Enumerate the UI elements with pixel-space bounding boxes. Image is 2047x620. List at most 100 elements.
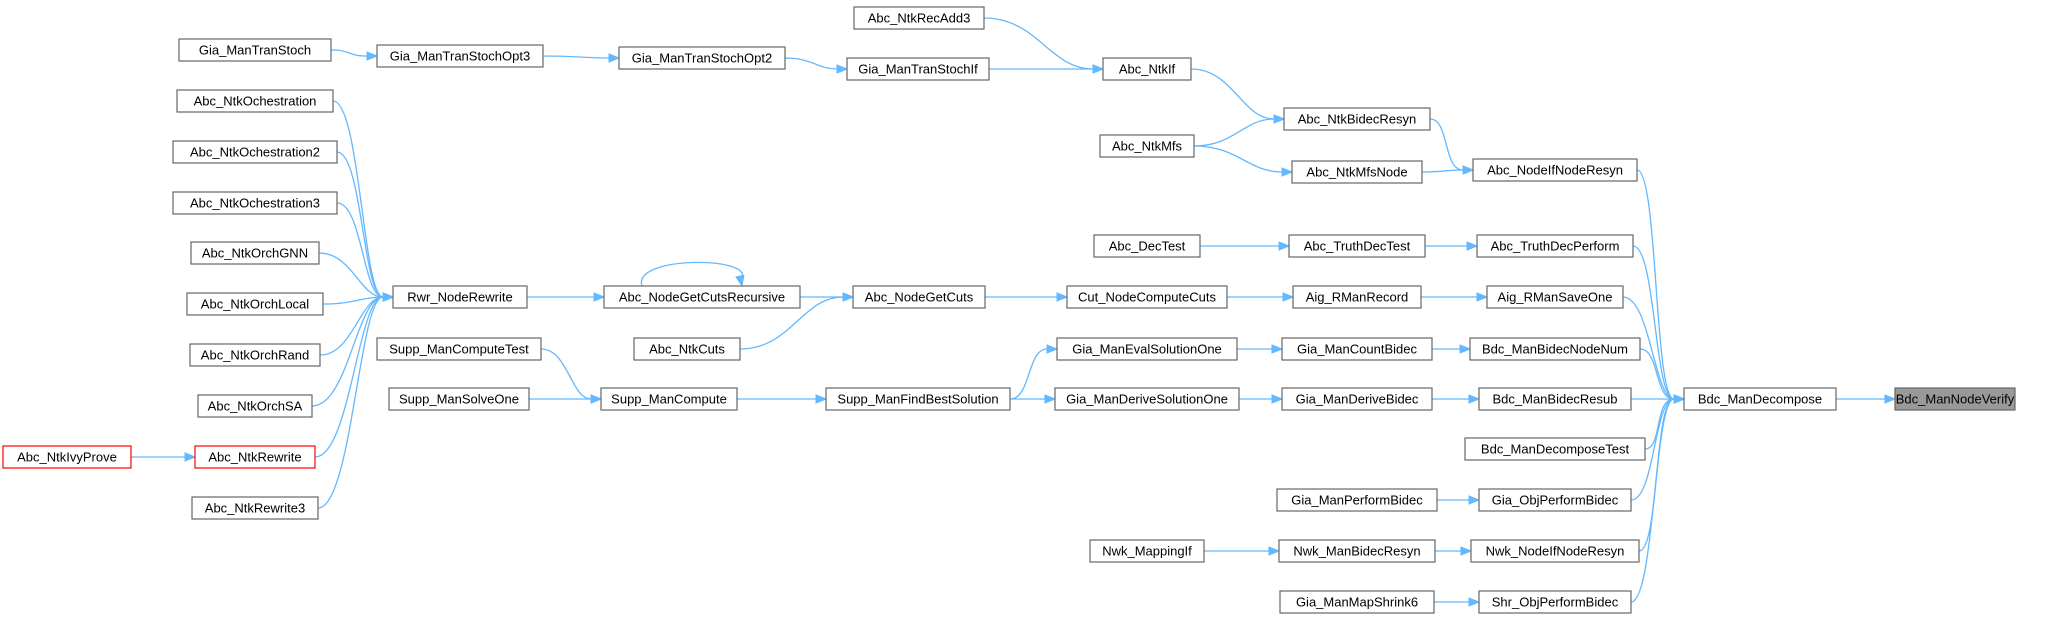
- node-abc-dectest[interactable]: Abc_DecTest: [1093, 234, 1201, 258]
- edge-supp-manfindbestsolution-to-gia-manderivesolutionone-arrowhead: [1044, 394, 1057, 404]
- edge-abc-ntkmfsnode-to-abc-nodeifnoderesyn: [1421, 169, 1464, 173]
- node-box: [1278, 539, 1436, 563]
- node-cut-nodecomputecuts[interactable]: Cut_NodeComputeCuts: [1066, 285, 1228, 309]
- node-gia-manmapshrink6[interactable]: Gia_ManMapShrink6: [1279, 590, 1435, 614]
- node-label: Abc_NtkMfsNode: [1306, 165, 1407, 180]
- node-label: Abc_NtkRecAdd3: [868, 11, 971, 26]
- node-gia-mantranstochopt2[interactable]: Gia_ManTranStochOpt2: [618, 46, 786, 70]
- edge-supp-mancomputetest-to-supp-mancompute: [540, 348, 592, 400]
- node-box: [603, 285, 801, 309]
- edge-aig-rmanrecord-to-aig-rmansaveone-arrowhead: [1476, 292, 1489, 302]
- node-aig-rmansaveone[interactable]: Aig_RManSaveOne: [1486, 285, 1624, 309]
- node-gia-objperformbidec[interactable]: Gia_ObjPerformBidec: [1478, 488, 1632, 512]
- node-label: Nwk_ManBidecResyn: [1293, 544, 1420, 559]
- node-nwk-nodeifnoderesyn[interactable]: Nwk_NodeIfNodeResyn: [1470, 539, 1640, 563]
- node-abc-ntkorchrand[interactable]: Abc_NtkOrchRand: [189, 343, 321, 367]
- node-bdc-manbidecnodenum[interactable]: Bdc_ManBidecNodeNum: [1469, 337, 1641, 361]
- node-gia-manperformbidec[interactable]: Gia_ManPerformBidec: [1276, 488, 1438, 512]
- node-box: [825, 387, 1011, 411]
- node-abc-ntkmfs[interactable]: Abc_NtkMfs: [1099, 134, 1195, 158]
- node-bdc-mandecompose[interactable]: Bdc_ManDecompose: [1683, 387, 1837, 411]
- node-supp-mansolveone[interactable]: Supp_ManSolveOne: [388, 387, 530, 411]
- edge-abc-ntkmfs-to-abc-ntkbidecresyn: [1193, 118, 1275, 147]
- node-abc-ntkorchlocal[interactable]: Abc_NtkOrchLocal: [186, 292, 324, 316]
- node-abc-ntkorchsa[interactable]: Abc_NtkOrchSA: [197, 394, 313, 418]
- node-abc-ntkcuts[interactable]: Abc_NtkCuts: [633, 337, 741, 361]
- node-box: [853, 6, 985, 30]
- node-label: Abc_TruthDecPerform: [1491, 239, 1620, 254]
- node-bdc-mannodeverify[interactable]: Bdc_ManNodeVerify: [1894, 387, 2016, 411]
- node-abc-nodegetcutsrecursive[interactable]: Abc_NodeGetCutsRecursive: [603, 285, 801, 309]
- node-label: Bdc_ManDecompose: [1698, 392, 1822, 407]
- node-abc-ntkochestration2[interactable]: Abc_NtkOchestration2: [172, 140, 338, 164]
- node-rwr-noderewrite[interactable]: Rwr_NodeRewrite: [392, 285, 528, 309]
- node-label: Abc_NtkIf: [1119, 62, 1176, 77]
- node-label: Gia_ManTranStoch: [199, 43, 311, 58]
- node-supp-manfindbestsolution[interactable]: Supp_ManFindBestSolution: [825, 387, 1011, 411]
- node-box: [1279, 590, 1435, 614]
- node-box: [172, 191, 338, 215]
- node-nwk-manbidecresyn[interactable]: Nwk_ManBidecResyn: [1278, 539, 1436, 563]
- node-abc-truthdectest[interactable]: Abc_TruthDecTest: [1288, 234, 1426, 258]
- node-label: Shr_ObjPerformBidec: [1492, 595, 1619, 610]
- node-label: Supp_ManFindBestSolution: [837, 392, 998, 407]
- node-gia-mantranstoch[interactable]: Gia_ManTranStoch: [178, 38, 332, 62]
- node-nwk-mappingif[interactable]: Nwk_MappingIf: [1089, 539, 1205, 563]
- node-abc-ntkrewrite[interactable]: Abc_NtkRewrite: [194, 445, 316, 469]
- node-bdc-manbidecresub[interactable]: Bdc_ManBidecResub: [1478, 387, 1632, 411]
- node-gia-mantranstochopt3[interactable]: Gia_ManTranStochOpt3: [376, 44, 544, 68]
- node-abc-ntkivyprove[interactable]: Abc_NtkIvyProve: [2, 445, 132, 469]
- node-box: [846, 57, 990, 81]
- node-gia-manevalsolutionone[interactable]: Gia_ManEvalSolutionOne: [1056, 337, 1238, 361]
- node-label: Bdc_ManBidecNodeNum: [1482, 342, 1628, 357]
- node-gia-mancountbidec[interactable]: Gia_ManCountBidec: [1281, 337, 1433, 361]
- node-gia-manderivesolutionone[interactable]: Gia_ManDeriveSolutionOne: [1054, 387, 1240, 411]
- node-label: Abc_NtkOchestration2: [190, 145, 320, 160]
- node-label: Gia_ManDeriveBidec: [1296, 392, 1419, 407]
- node-abc-ntkif[interactable]: Abc_NtkIf: [1102, 57, 1192, 81]
- node-label: Gia_ManTranStochOpt3: [390, 49, 530, 64]
- edge-abc-ntkrewrite3-to-rwr-noderewrite: [317, 296, 384, 509]
- edge-abc-ntkcuts-to-abc-nodegetcuts-arrowhead: [842, 292, 855, 302]
- node-box: [1281, 387, 1433, 411]
- node-label: Supp_ManCompute: [611, 392, 727, 407]
- node-abc-ntkrecadd3[interactable]: Abc_NtkRecAdd3: [853, 6, 985, 30]
- node-label: Abc_NtkMfs: [1112, 139, 1183, 154]
- node-label: Abc_NtkOrchRand: [201, 348, 309, 363]
- edge-gia-manderivesolutionone-to-gia-manderivebidec-arrowhead: [1271, 394, 1284, 404]
- node-supp-mancompute[interactable]: Supp_ManCompute: [600, 387, 738, 411]
- node-abc-ntkorchgnn[interactable]: Abc_NtkOrchGNN: [190, 241, 320, 265]
- node-box: [1478, 387, 1632, 411]
- node-supp-mancomputetest[interactable]: Supp_ManComputeTest: [376, 337, 542, 361]
- node-box: [633, 337, 741, 361]
- node-abc-ntkochestration[interactable]: Abc_NtkOchestration: [176, 89, 334, 113]
- node-label: Abc_NtkRewrite: [208, 450, 301, 465]
- node-gia-mantranstochif[interactable]: Gia_ManTranStochIf: [846, 57, 990, 81]
- node-label: Abc_NtkCuts: [649, 342, 725, 357]
- node-abc-truthdecperform[interactable]: Abc_TruthDecPerform: [1476, 234, 1634, 258]
- node-abc-ntkbidecresyn[interactable]: Abc_NtkBidecResyn: [1283, 107, 1431, 131]
- node-box: [1292, 285, 1422, 309]
- edge-supp-mansolveone-to-supp-mancompute-arrowhead: [590, 394, 603, 404]
- node-gia-manderivebidec[interactable]: Gia_ManDeriveBidec: [1281, 387, 1433, 411]
- edge-bdc-manbidecnodenum-to-bdc-mandecompose: [1639, 348, 1675, 400]
- node-abc-ntkochestration3[interactable]: Abc_NtkOchestration3: [172, 191, 338, 215]
- node-abc-nodegetcuts[interactable]: Abc_NodeGetCuts: [852, 285, 986, 309]
- edge-abc-truthdecperform-to-bdc-mandecompose: [1632, 245, 1675, 400]
- edge-abc-ntkivyprove-to-abc-ntkrewrite-arrowhead: [184, 452, 197, 462]
- edge-gia-manperformbidec-to-gia-objperformbidec-arrowhead: [1468, 495, 1481, 505]
- edge-cut-nodecomputecuts-to-aig-rmanrecord-arrowhead: [1282, 292, 1295, 302]
- node-label: Abc_NtkRewrite3: [205, 501, 305, 516]
- edge-gia-mancountbidec-to-bdc-manbidecnodenum-arrowhead: [1459, 344, 1472, 354]
- node-abc-ntkmfsnode[interactable]: Abc_NtkMfsNode: [1291, 160, 1423, 184]
- node-box: [178, 38, 332, 62]
- node-bdc-mandecomposetest[interactable]: Bdc_ManDecomposeTest: [1464, 437, 1646, 461]
- node-box: [1486, 285, 1624, 309]
- node-abc-ntkrewrite3[interactable]: Abc_NtkRewrite3: [191, 496, 319, 520]
- edge-bdc-mandecompose-to-bdc-mannodeverify-arrowhead: [1884, 394, 1897, 404]
- edge-bdc-mandecomposetest-to-bdc-mandecompose: [1644, 398, 1675, 450]
- node-aig-rmanrecord[interactable]: Aig_RManRecord: [1292, 285, 1422, 309]
- node-abc-nodeifnoderesyn[interactable]: Abc_NodeIfNodeResyn: [1472, 158, 1638, 182]
- node-shr-objperformbidec[interactable]: Shr_ObjPerformBidec: [1478, 590, 1632, 614]
